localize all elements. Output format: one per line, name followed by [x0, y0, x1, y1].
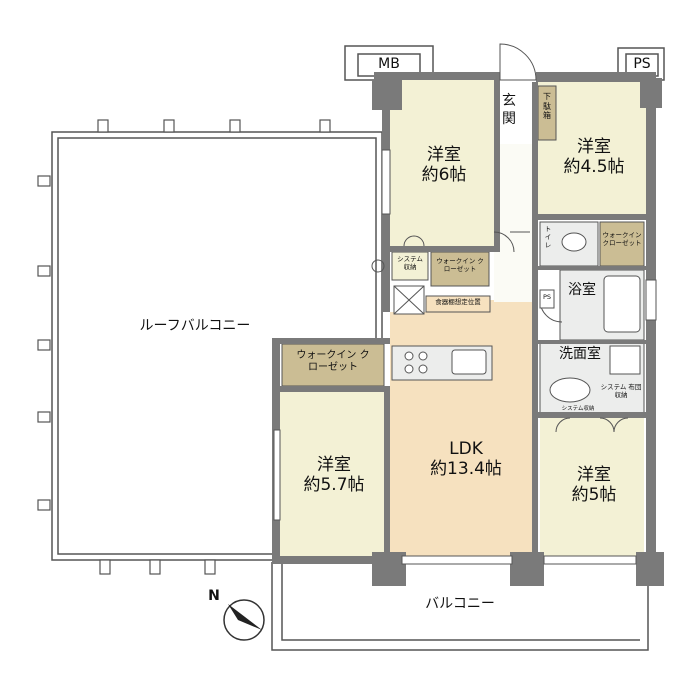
room-ldk-label: LDK 約13.4帖	[418, 439, 514, 479]
roof-balcony-label: ルーフバルコニー	[139, 318, 251, 334]
compass-label: N	[208, 588, 220, 604]
wic-small-label: ウォークイン クローゼット	[602, 231, 642, 247]
system-storage2-label: システム収納	[561, 406, 595, 412]
room-western1-name: 洋室	[427, 145, 461, 165]
wic-mid	[430, 251, 490, 287]
kitchen-sink	[451, 349, 487, 375]
ps-mid-label: PS	[542, 293, 552, 301]
genkan-label: 玄関	[502, 93, 516, 128]
futon-storage-label: システム 布団収納	[600, 383, 642, 399]
room-western2-name: 洋室	[577, 137, 611, 157]
wic-large-label: ウォークイン クローゼット	[296, 350, 370, 373]
stove	[404, 351, 428, 374]
room-western2-label: 洋室 約4.5帖	[552, 137, 636, 177]
mb-label: MB	[378, 56, 400, 72]
room-ldk-name: LDK	[449, 439, 483, 459]
wash-basin	[549, 377, 591, 403]
roof-balcony-posts	[37, 119, 331, 575]
ps-top-label: PS	[633, 56, 651, 72]
western1-floor	[390, 80, 494, 250]
room-western1-size: 約6帖	[421, 164, 467, 185]
room-western3-label: 洋室 約5.7帖	[292, 455, 376, 495]
western3-floor	[280, 392, 384, 562]
room-western4-size: 約5帖	[571, 484, 617, 505]
getabako-label: 下駄箱	[543, 92, 551, 121]
washroom-label: 洗面室	[559, 346, 601, 362]
western4-floor	[540, 418, 644, 562]
compass	[223, 599, 265, 641]
bathtub	[603, 275, 641, 333]
balcony-area	[271, 562, 649, 651]
room-western4-label: 洋室 約5帖	[556, 465, 632, 505]
room-western2-size: 約4.5帖	[563, 156, 625, 177]
windows	[273, 149, 657, 565]
room-western4-name: 洋室	[577, 465, 611, 485]
room-western3-name: 洋室	[317, 455, 351, 475]
ps-box-mid	[539, 289, 555, 309]
dish-cabinet-label: 食器棚想定位置	[435, 298, 481, 306]
system-storage1-label: システム 収納	[397, 255, 423, 271]
toilet-label: トイレ	[544, 225, 552, 249]
ps-box-top	[617, 47, 665, 81]
room-western1-label: 洋室 約6帖	[412, 145, 476, 185]
washer-pan	[609, 345, 641, 375]
system-storage1	[391, 251, 429, 281]
balcony-label: バルコニー	[425, 596, 495, 612]
wic-large	[281, 343, 385, 387]
wic-mid-label: ウォークイン クローゼット	[436, 257, 484, 273]
toilet-bowl	[561, 232, 587, 252]
dish-cabinet	[425, 295, 491, 313]
room-western3-size: 約5.7帖	[303, 474, 365, 495]
bath-label: 浴室	[568, 282, 596, 298]
room-ldk-size: 約13.4帖	[430, 458, 502, 479]
fridge-space	[393, 285, 425, 315]
wic-small	[599, 221, 645, 267]
genkan-floor	[496, 82, 536, 144]
ldk-floor	[390, 300, 538, 562]
